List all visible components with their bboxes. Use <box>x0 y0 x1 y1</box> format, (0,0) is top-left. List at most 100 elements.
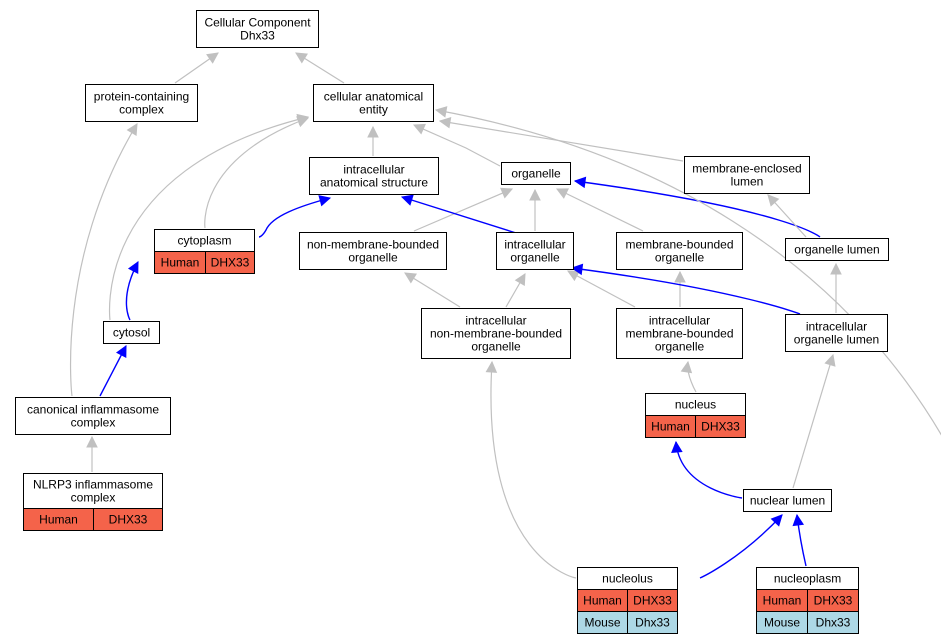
term-label: intracellular <box>649 314 710 328</box>
term-box <box>299 232 447 270</box>
term-label: organelle <box>655 340 705 354</box>
edge-is-a <box>674 270 686 307</box>
term-box <box>684 156 810 194</box>
term-box <box>103 321 160 344</box>
term-label: protein-containing <box>94 90 189 104</box>
edge-arrowhead <box>400 194 414 206</box>
term-label: organelle lumen <box>794 243 879 257</box>
term-label: NLRP3 inflammasome <box>33 478 153 492</box>
term-box <box>743 489 832 512</box>
edge-line <box>125 261 139 321</box>
edge-arrowhead <box>116 345 127 358</box>
annotation-gene: Dhx33 <box>816 616 851 630</box>
edge-line <box>108 116 309 321</box>
edge-arrowhead <box>295 52 308 64</box>
term-box <box>616 308 743 359</box>
term-box <box>85 84 198 122</box>
edge-arrowhead <box>500 187 514 199</box>
term-box <box>785 314 888 352</box>
edge-is-a <box>555 188 644 232</box>
edge-arrowhead <box>434 106 448 118</box>
term-label: anatomical structure <box>320 176 428 190</box>
edge-arrowhead <box>674 270 686 283</box>
term-label: non-membrane-bounded <box>430 327 562 341</box>
term-label: nucleoplasm <box>774 572 841 586</box>
edge-line <box>435 109 941 436</box>
annotation-gene: Dhx33 <box>635 616 670 630</box>
edge-arrowhead <box>404 272 417 284</box>
term-label: Cellular Component <box>204 16 311 30</box>
term-label: organelle <box>511 167 561 181</box>
edge-part-of <box>125 261 139 321</box>
edge-is-a <box>767 194 807 238</box>
annotation-mouse: Mouse Dhx33 <box>577 611 678 634</box>
term-label: intracellular <box>465 314 526 328</box>
edge-is-a <box>505 273 526 308</box>
go-term-intracellular-nmb-organelle[interactable]: intracellularnon-membrane-boundedorganel… <box>421 308 571 359</box>
term-label: organelle <box>348 251 398 265</box>
edge-is-a <box>174 52 219 84</box>
annotation-species: Human <box>161 256 200 270</box>
edge-line <box>413 188 513 232</box>
go-term-cytosol[interactable]: cytosol <box>103 321 160 344</box>
term-box <box>196 10 319 48</box>
edge-is-a <box>529 188 541 231</box>
annotation-species: Mouse <box>584 616 620 630</box>
term-label: organelle <box>510 251 560 265</box>
term-box <box>309 157 439 195</box>
edge-arrowhead <box>570 263 584 276</box>
term-box <box>496 232 574 270</box>
edge-part-of <box>671 440 743 499</box>
term-box <box>616 232 743 270</box>
edge-part-of <box>699 514 783 579</box>
edge-arrowhead <box>770 514 783 527</box>
edge-is-a <box>404 272 461 308</box>
term-label: cellular anatomical <box>324 90 423 104</box>
edge-line <box>69 123 138 397</box>
term-label: membrane-bounded <box>625 238 733 252</box>
edge-line <box>490 361 577 579</box>
edge-arrowhead <box>126 123 138 136</box>
term-box <box>421 308 571 359</box>
go-term-organelle-lumen[interactable]: organelle lumen <box>785 238 889 261</box>
term-label: non-membrane-bounded <box>307 238 439 252</box>
edge-arrowhead <box>485 360 498 373</box>
go-term-organelle[interactable]: organelle <box>501 162 571 185</box>
term-label: cytosol <box>113 326 150 340</box>
edge-arrowhead <box>318 195 332 207</box>
edge-line <box>792 354 834 489</box>
edge-line <box>571 267 801 315</box>
term-label: intracellular <box>806 320 867 334</box>
go-term-nuclear-lumen[interactable]: nuclear lumen <box>743 489 832 512</box>
annotation-species: Human <box>763 594 802 608</box>
annotation-species: Human <box>583 594 622 608</box>
edge-is-a <box>567 270 636 308</box>
annotation-gene: DHX33 <box>633 594 672 608</box>
term-label: organelle <box>471 340 521 354</box>
term-label: organelle <box>655 251 705 265</box>
edge-arrowhead <box>824 353 836 367</box>
edge-arrowhead <box>671 440 683 453</box>
edge-line <box>204 117 309 229</box>
edge-is-a <box>413 187 514 232</box>
